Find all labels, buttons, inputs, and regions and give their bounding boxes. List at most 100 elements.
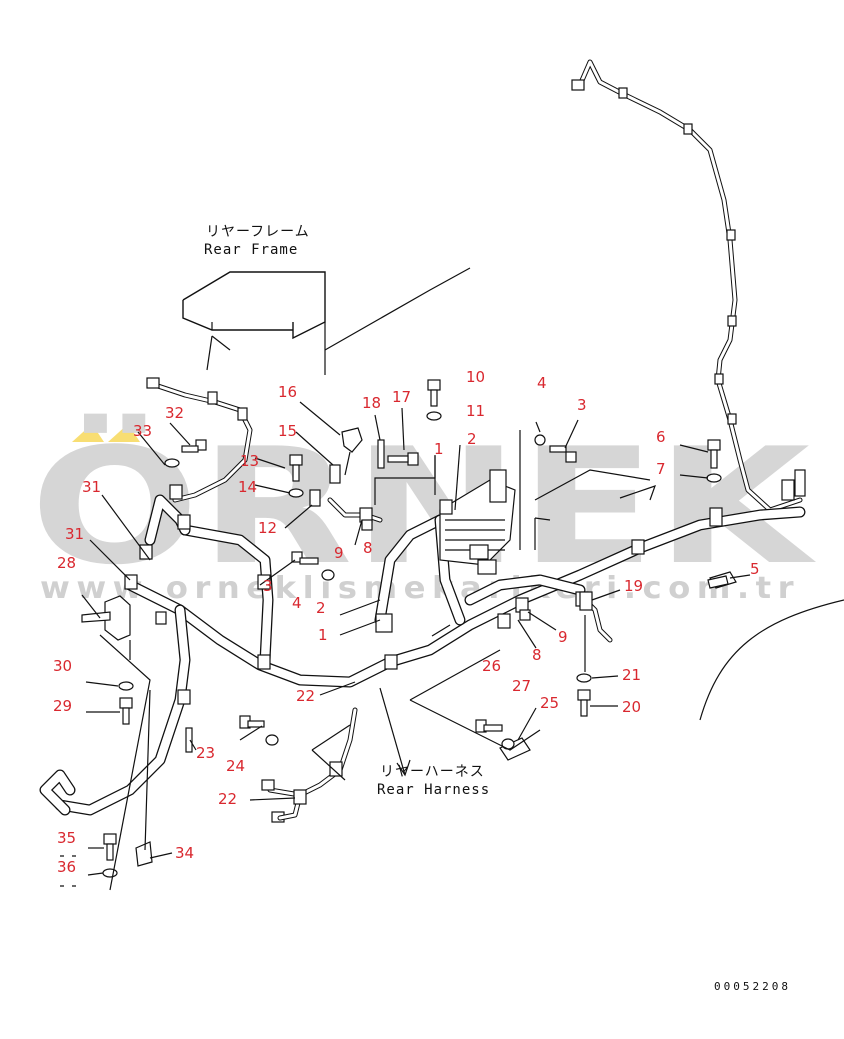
callout-9-upper: 9 <box>334 544 344 562</box>
callout-23: 23 <box>196 744 215 762</box>
callout-34: 34 <box>175 844 194 862</box>
sensor-icon <box>329 464 341 484</box>
callout-25: 25 <box>540 694 559 712</box>
callout-31-lower: 31 <box>65 525 84 543</box>
bolt-icon <box>195 439 207 451</box>
washer-icon <box>288 488 304 498</box>
callout-13: 13 <box>240 452 259 470</box>
washer-icon <box>265 734 279 746</box>
clip-icon <box>207 391 218 405</box>
connector-icon <box>571 79 585 91</box>
clamp-icon <box>293 789 307 805</box>
callout-4-upper: 4 <box>537 374 547 392</box>
bolt-icon <box>707 439 721 451</box>
watermark-accent-right <box>108 424 140 442</box>
bolt-icon <box>291 551 303 563</box>
main-harness <box>39 494 806 816</box>
bracket-icon <box>81 611 111 623</box>
clip-icon <box>714 373 724 385</box>
callout-14: 14 <box>238 478 257 496</box>
clip-icon <box>726 229 736 241</box>
callout-7: 7 <box>656 460 666 478</box>
clip-icon <box>707 575 729 589</box>
right-frame-outline <box>519 430 844 721</box>
callout-1-upper: 1 <box>434 440 444 458</box>
rear-harness-label-jp: リヤーハーネス <box>380 764 485 780</box>
rear-frame-label-jp: リヤーフレーム <box>206 224 310 240</box>
clamp-icon <box>439 499 453 515</box>
drawing-code: 00052208 <box>714 980 791 993</box>
washer-icon <box>426 411 442 421</box>
upper-right-hose <box>571 59 806 513</box>
callout-30: 30 <box>53 657 72 675</box>
rear-harness-label-en: Rear Harness <box>377 782 490 798</box>
bracket-icon <box>499 737 531 761</box>
clamp-icon <box>177 689 191 705</box>
callout-17: 17 <box>392 388 411 406</box>
connector-icon <box>341 427 363 453</box>
pin-icon <box>377 439 385 469</box>
callout-35: 35 <box>57 829 76 847</box>
clamp-icon <box>631 539 645 555</box>
connector-icon <box>781 479 795 501</box>
callout-12: 12 <box>258 519 277 537</box>
bolt-icon <box>407 452 419 466</box>
callouts: 10 16 18 17 11 4 3 32 33 15 2 1 6 13 7 3… <box>53 368 760 876</box>
callout-8-lower: 8 <box>532 646 542 664</box>
callout-2-mid: 2 <box>316 599 326 617</box>
dash-marks <box>60 855 76 887</box>
clip-icon <box>237 407 248 421</box>
leader-lines <box>81 335 751 891</box>
callout-10: 10 <box>466 368 485 386</box>
clamp-icon <box>155 611 167 625</box>
bracket-icon <box>104 595 131 641</box>
bolt-icon <box>577 689 591 701</box>
clamp-icon <box>375 613 393 633</box>
washer-icon <box>706 473 722 483</box>
washer-icon <box>576 673 592 683</box>
clamp-icon <box>177 514 191 530</box>
callout-16: 16 <box>278 383 297 401</box>
bolt-icon <box>565 451 577 463</box>
callout-1-mid: 1 <box>318 626 328 644</box>
callout-11: 11 <box>466 402 485 420</box>
clip-icon <box>519 609 531 621</box>
clamp-icon <box>709 507 723 527</box>
callout-6: 6 <box>656 428 666 446</box>
fasteners <box>102 379 729 878</box>
callout-4-mid: 4 <box>292 594 302 612</box>
clip-icon <box>683 123 693 135</box>
callout-24: 24 <box>226 757 245 775</box>
callout-9-lower: 9 <box>558 628 568 646</box>
callout-3-upper: 3 <box>577 396 587 414</box>
connector-icon <box>261 779 275 791</box>
callout-31-upper: 31 <box>82 478 101 496</box>
clip-icon <box>727 315 737 327</box>
bolt-icon <box>427 379 441 391</box>
washer-icon <box>534 434 546 446</box>
clip-icon <box>618 87 628 99</box>
callout-29: 29 <box>53 697 72 715</box>
bolt-icon <box>103 833 117 845</box>
bolt-icon <box>119 697 133 709</box>
connector-icon <box>794 469 806 497</box>
sensor-icon <box>579 591 593 611</box>
stud-icon <box>185 727 193 753</box>
callout-32: 32 <box>165 404 184 422</box>
watermark: ÖRNEK www.orneklismekarikeri.com.tr <box>30 412 816 606</box>
callout-22-lower: 22 <box>218 790 237 808</box>
clamp-icon <box>384 654 398 670</box>
callout-20: 20 <box>622 698 641 716</box>
rear-frame-label-en: Rear Frame <box>204 242 298 258</box>
relay-icon <box>309 489 321 507</box>
clamp-icon <box>497 613 511 629</box>
bracket-icon <box>135 841 153 867</box>
clamp-icon <box>139 544 153 560</box>
callout-22-mid: 22 <box>296 687 315 705</box>
callout-15: 15 <box>278 422 297 440</box>
text-labels: リヤーフレーム Rear Frame リヤーハーネス Rear Harness … <box>204 224 791 993</box>
callout-5: 5 <box>750 560 760 578</box>
callout-19: 19 <box>624 577 643 595</box>
washer-icon <box>102 868 118 878</box>
